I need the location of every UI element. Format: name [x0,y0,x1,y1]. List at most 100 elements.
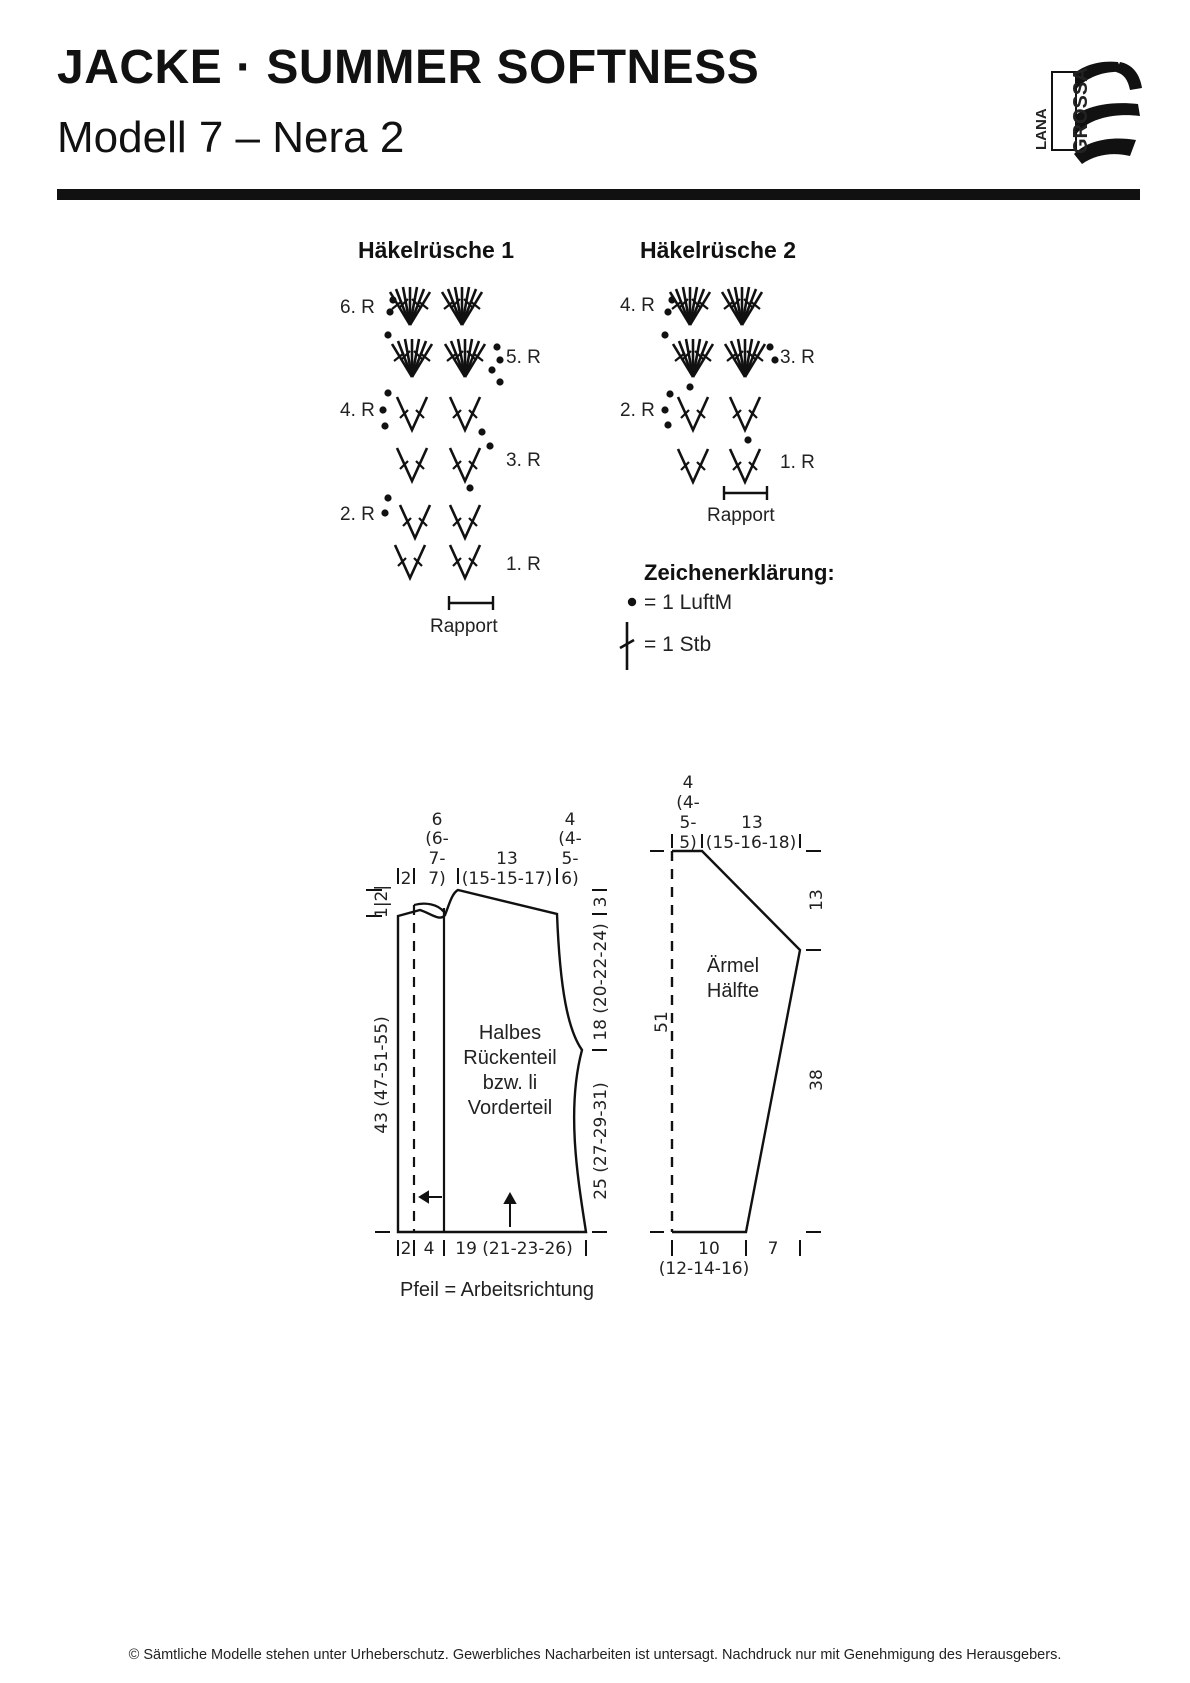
sleeve-right-dim-1: 13 [807,889,827,911]
back-right-dim-1: 3 [591,897,611,908]
chart2-fan-r3a [671,337,715,379]
chart2-stitches [661,285,779,484]
sleeve-top-left-3: 5- [680,813,697,833]
legend-title: Zeichenerklärung: [644,560,835,585]
page-title: JACKE · SUMMER SOFTNESS [57,41,760,94]
back-armhole-1: 4 [565,810,576,830]
back-left-height: 43 (47-51-55) [372,1016,392,1133]
chart2-stitch-r1a [676,447,710,484]
chart2-chain [661,406,669,414]
back-bottom-1: 2 [401,1239,412,1259]
chart1-fan-r6b [440,285,484,327]
chart2-fan-r4a [668,285,712,327]
back-neck-3: 7- [429,849,446,869]
back-right-dim-3: 25 (27-29-31) [591,1082,611,1199]
chart1-stitch-r3a [395,446,429,483]
chart2-row3-label: 3. R [780,347,815,368]
chart1-stitch-r3b [448,446,482,483]
back-bottom-3: 19 (21-23-26) [455,1239,572,1259]
back-neck-4: 7) [428,869,445,889]
back-right-dim-2: 18 (20-22-24) [591,923,611,1040]
sleeve-top-right: 13 [741,813,763,833]
chart1-row4-label: 4. R [340,400,375,421]
chart1-fan-r5b [443,337,487,379]
back-left-top: 1|2| [372,885,392,918]
sleeve-top-left-1: 4 [683,773,694,793]
back-label-1: Halbes [479,1022,541,1044]
back-label-3: bzw. li [483,1072,537,1094]
chart1-repeat-bracket [447,596,495,610]
chart1-chain [381,509,389,517]
chart2-row4-label: 4. R [620,295,655,316]
chart2-chain [661,331,669,339]
sleeve-top-left-4: 5) [679,833,696,853]
chart2-chain [744,436,752,444]
chart2-stitch-r2a [676,395,710,432]
chart1-title: Häkelrüsche 1 [358,237,514,263]
chart1-chain [488,366,496,374]
chart1-row5-label: 5. R [506,347,541,368]
lana-grossa-logo: LANA GROSSA [1033,61,1142,164]
chart2-repeat-bracket [722,486,769,500]
chart2-chain [664,421,672,429]
chart1-stitch-r2a [398,503,432,540]
sleeve-top-right-sizes: (15-16-18) [706,833,796,853]
chart1-chain [386,308,394,316]
back-shoulder: 13 [496,849,518,869]
chart1-chain [486,442,494,450]
chart2-row1-label: 1. R [780,452,815,473]
back-schematic [396,888,588,1234]
chart1-stitch-r4b [448,395,482,432]
back-neck-2: (6- [425,829,449,849]
sleeve-left-height: 51 [652,1011,672,1033]
chart1-chain [496,378,504,386]
chart1-row3-label: 3. R [506,450,541,471]
back-label-2: Rückenteil [463,1047,556,1069]
chart1-chain [384,494,392,502]
arrow-note: Pfeil = Arbeitsrichtung [400,1279,594,1301]
sleeve-bottom-3: 7 [768,1239,779,1259]
copyright-footer: © Sämtliche Modelle stehen unter Urheber… [128,1647,1062,1663]
back-armhole-3: 5- [562,849,579,869]
sleeve-bottom-1: 10 [698,1239,720,1259]
chart1-row6-label: 6. R [340,297,375,318]
chart2-title: Häkelrüsche 2 [640,237,796,263]
chart2-fan-r4b [720,285,764,327]
chart1-chain [381,422,389,430]
chart1-row1-label: 1. R [506,554,541,575]
chart2-stitch-r1b [728,447,762,484]
back-label-4: Vorderteil [468,1097,553,1119]
sleeve-label-1: Ärmel [707,955,759,977]
chart2-chain [664,308,672,316]
logo-text-lana: LANA [1033,108,1050,150]
chart1-row2-label: 2. R [340,504,375,525]
chart2-fan-r3b [723,337,767,379]
legend-treble-label: = 1 Stb [644,633,711,656]
chart1-chain [496,356,504,364]
sleeve-right-dim-2: 38 [807,1069,827,1091]
chart1-fan-r5a [390,337,434,379]
chart1-chain [493,343,501,351]
sleeve-schematic [670,849,802,1234]
sleeve-ticks [650,834,821,1256]
back-bottom-2: 4 [424,1239,435,1259]
legend-treble-symbol [619,622,635,670]
chart2-stitch-r2b [728,395,762,432]
chart1-chain [379,406,387,414]
back-neck-1: 6 [432,810,443,830]
back-shoulder-sizes: (15-15-17) [462,869,552,889]
back-arrow-up [503,1191,517,1227]
chart2-row2-label: 2. R [620,400,655,421]
chart2-chain [766,343,774,351]
chart2-chain [666,390,674,398]
chart1-stitch-r1a [393,543,427,580]
back-ticks [366,868,607,1256]
sleeve-top-left-2: (4- [676,793,700,813]
chart1-repeat-label: Rapport [430,616,498,637]
chart1-chain [478,428,486,436]
chart1-chain [466,484,474,492]
logo-text-grossa: GROSSA [1070,67,1092,154]
chart1-chain [389,296,397,304]
chart1-chain [384,389,392,397]
